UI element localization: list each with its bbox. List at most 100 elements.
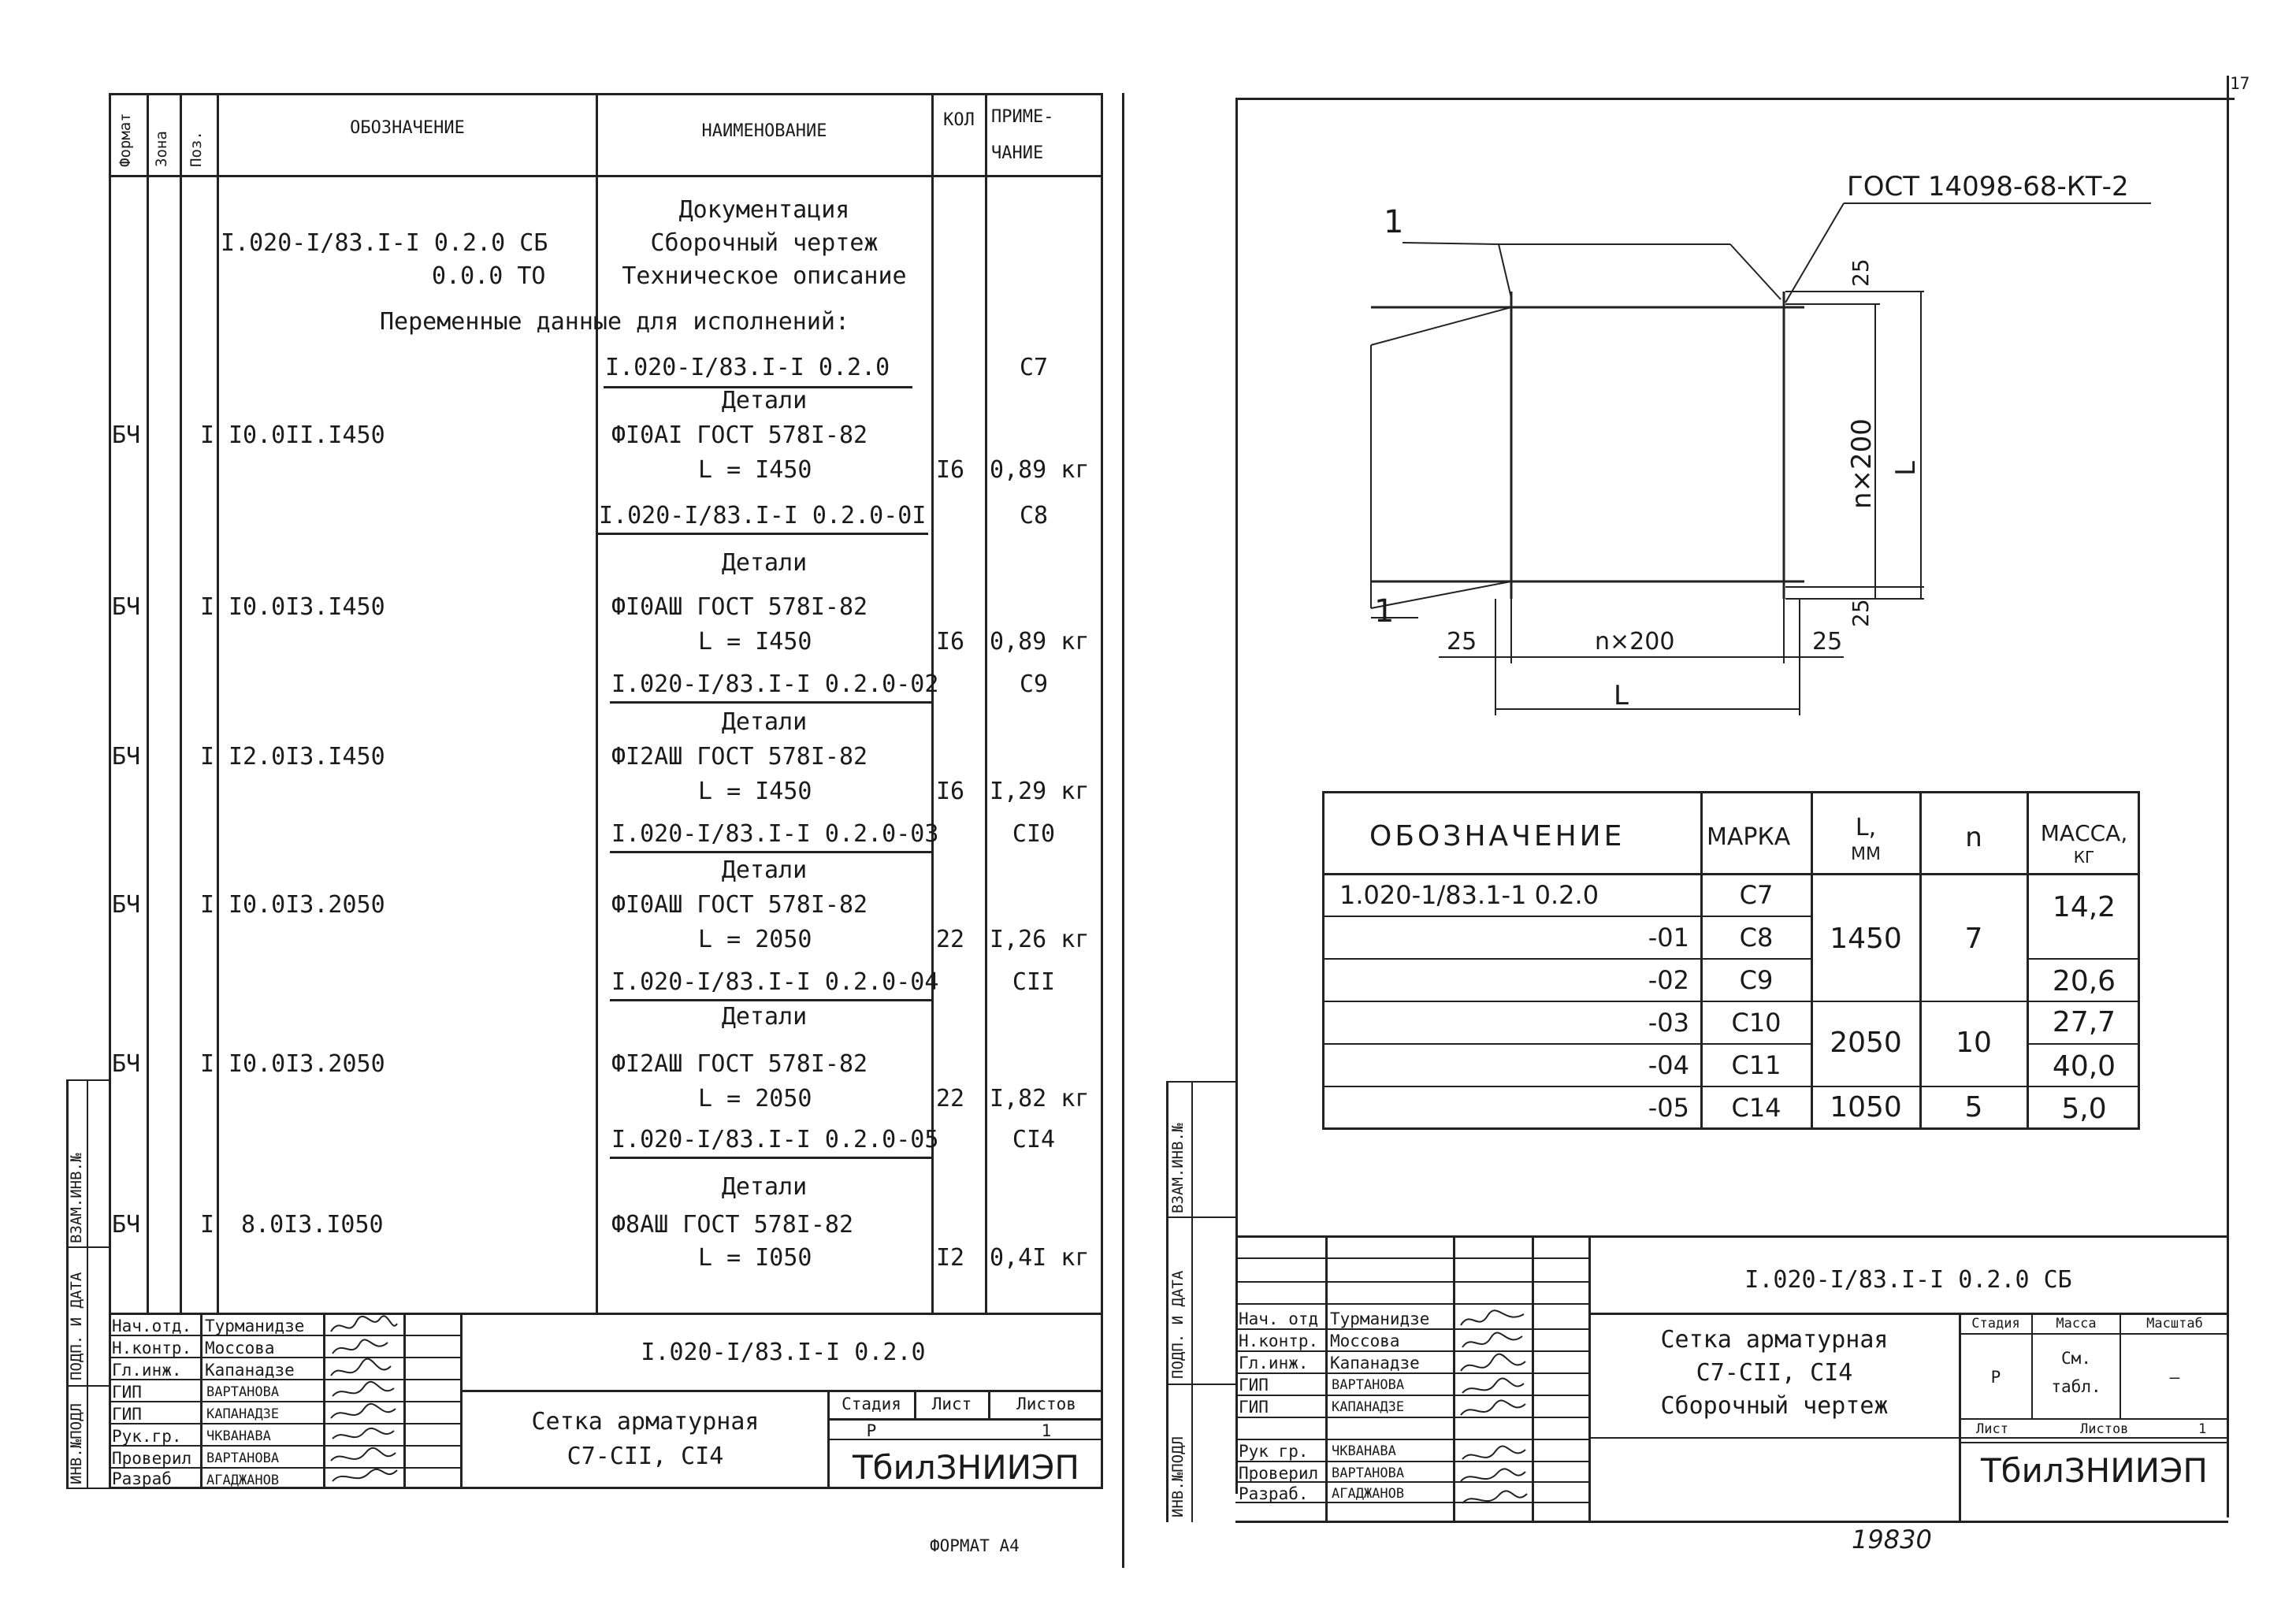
variant-underline [610,701,933,704]
role-line [1235,1281,1588,1283]
right-sheets: 1 [2198,1421,2207,1437]
role-line [1235,1461,1588,1462]
rt-header-l: L, [1855,814,1877,841]
role-line [109,1467,460,1469]
role-label: ГИП [112,1405,142,1424]
rtitle-line [1588,1313,2228,1315]
item-qty: I6 [936,628,965,656]
rt-header-mark: МАРКА [1707,823,1791,851]
dim-25-top: 25 [1848,258,1874,287]
item-length: L = I450 [698,456,812,484]
item-format: БЧ [112,1050,141,1078]
rt-l-1050: 1050 [1830,1091,1902,1124]
rtitle-line [1959,1333,2228,1335]
role-line [1235,1417,1588,1418]
item-designation: 8.0I3.I050 [241,1211,384,1239]
doc-designation-1: I.020-I/83.I-I 0.2.0 СБ [221,229,548,257]
variant-underline [597,533,928,535]
role-line [1235,1502,1588,1503]
right-title-name-2: С7-СII, СI4 [1696,1359,1853,1387]
rt-header-n: n [1965,822,1982,853]
col-line [217,93,219,1314]
item-format: БЧ [112,1211,141,1239]
header-zone: Зона [153,131,170,167]
rtitle-line [1532,1235,1534,1522]
dim-n200-horizontal: n×200 [1595,628,1675,656]
rt-n-10: 10 [1956,1027,1992,1059]
rtitle-line [1453,1235,1455,1522]
item-length: L = I450 [698,778,812,805]
right-sheets-label: Листов [2080,1421,2129,1437]
left-stage-label: Стадия [841,1395,901,1413]
rt-row [1322,873,2140,875]
left-sheet-frame [109,93,1103,1489]
side-strip-line [1166,1216,1235,1218]
header-note-1: ПРИМЕ- [991,107,1054,127]
rt-row-mark: С10 [1731,1008,1781,1038]
rt-n-7: 7 [1964,923,1983,955]
dim-l-horizontal: L [1614,680,1629,711]
col-line [180,93,182,1314]
variant-details: Детали [721,856,808,884]
role-name: Моссова [1330,1332,1400,1350]
rtitle-line [1959,1418,2228,1420]
sheet-divider [1122,93,1124,1568]
item-mass: 0,89 кг [990,628,1090,656]
item-name: ФI0АI ГОСТ 578I-82 [611,422,868,449]
rtitle-line [1588,1437,2228,1439]
rt-mass-206: 20,6 [2052,965,2116,997]
right-scale-label: Масштаб [2146,1316,2203,1332]
role-label: Разраб [112,1469,172,1488]
item-mass: 0,89 кг [990,456,1090,484]
rt-mass-400: 40,0 [2052,1050,2116,1083]
rtitle-line [2031,1313,2033,1418]
variant-mark: С7 [1019,354,1049,381]
item-format: БЧ [112,743,141,771]
title-line [460,1313,463,1489]
variant-details: Детали [721,1003,808,1031]
variant-mark: С8 [1019,502,1049,529]
role-name: Моссова [205,1339,275,1358]
item-pos: I [200,1050,215,1078]
variant-mark: СI0 [1012,820,1056,848]
col-line [931,93,934,1314]
side-strip-line [1166,1081,1235,1083]
rt-row [1322,1086,2140,1087]
variant-details: Детали [721,549,808,577]
right-title-name-1: Сетка арматурная [1660,1326,1889,1354]
side-label-vzam: ВЗАМ.ИНВ.№ [1169,1123,1187,1213]
item-mass: I,82 кг [990,1085,1090,1112]
header-line [109,175,1103,177]
variant-code: I.020-I/83.I-I 0.2.0 [605,354,890,381]
side-strip-line [66,1079,69,1489]
right-scale: — [2169,1368,2180,1387]
leader-label-1: 1 [1384,204,1404,240]
role-label: Разраб. [1239,1484,1309,1503]
dim-l-vertical: L [1890,461,1922,476]
role-label: Н.контр. [112,1339,192,1358]
item-name: Ф8АШ ГОСТ 578I-82 [611,1211,854,1239]
role-label: Гл.инж. [112,1361,182,1380]
right-org: ТбилЗНИИЭП [1981,1451,2208,1490]
role-label: Проверил [1239,1464,1319,1483]
item-mass: 0,4I кг [990,1244,1090,1272]
item-name: ФI2АШ ГОСТ 578I-82 [611,743,868,771]
role-line [109,1335,460,1336]
item-pos: I [200,743,215,771]
format-label: ФОРМАТ А4 [930,1536,1020,1555]
dim-25-bottom: 25 [1848,599,1874,627]
rt-row-des: 1.020-1/83.1-1 0.2.0 [1339,880,1599,910]
role-name: Капанадзе [1330,1354,1420,1372]
rt-header-mass: МАССА, [2040,820,2128,846]
item-name: ФI0АШ ГОСТ 578I-82 [611,891,868,919]
variable-data-heading: Переменные данные для исполнений: [380,308,850,336]
role-line [1235,1439,1588,1440]
item-pos: I [200,422,215,449]
rtitle-line [2120,1313,2121,1418]
role-line [1235,1303,1588,1305]
variant-code: I.020-I/83.I-I 0.2.0-03 [611,820,939,848]
title-line [914,1390,916,1420]
role-label: Проверил [112,1449,192,1468]
item-length: L = I450 [698,628,812,656]
